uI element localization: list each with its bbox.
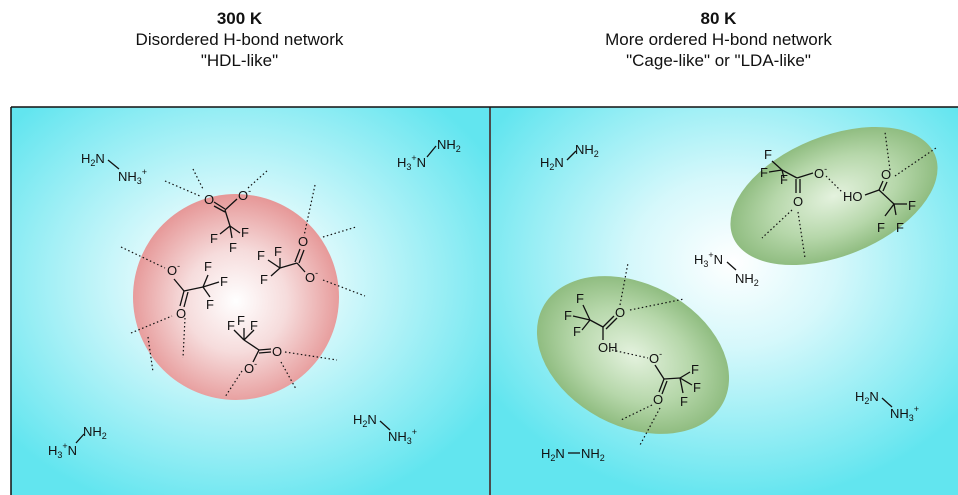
- svg-text:F: F: [204, 259, 212, 274]
- disordered-cluster: [133, 194, 339, 400]
- trifluoroacetate-anion: F F F O- O: [760, 147, 827, 209]
- svg-text:O: O: [298, 234, 308, 249]
- hydrazinium-molecule: NH2 H3+N: [397, 137, 461, 172]
- svg-text:H2N: H2N: [540, 155, 564, 172]
- svg-text:F: F: [780, 172, 788, 187]
- svg-text:HO: HO: [843, 189, 863, 204]
- hydrogen-bond-dashes: [611, 131, 937, 446]
- svg-text:F: F: [227, 318, 235, 333]
- svg-text:NH2: NH2: [437, 137, 461, 154]
- hydrogen-bond-dashes: [120, 168, 366, 398]
- svg-text:O: O: [793, 194, 803, 209]
- svg-text:F: F: [691, 362, 699, 377]
- svg-text:NH3+: NH3+: [890, 404, 919, 423]
- trifluoroacetic-acid: F F F O OH: [564, 291, 625, 355]
- ordered-cluster-bottom: [536, 276, 730, 434]
- svg-text:NH3+: NH3+: [388, 427, 417, 446]
- trifluoroacetate-anion: F F F O O-: [227, 313, 282, 376]
- hydrazinium-molecule: H2N NH3+: [353, 412, 417, 446]
- svg-text:O-: O-: [305, 268, 318, 285]
- svg-text:H2N: H2N: [81, 151, 105, 168]
- svg-text:O-: O-: [649, 349, 662, 366]
- hydrazine-molecule: H2N NH2: [541, 446, 605, 463]
- svg-text:F: F: [260, 272, 268, 287]
- svg-text:H3+N: H3+N: [48, 441, 77, 460]
- svg-text:F: F: [764, 147, 772, 162]
- svg-text:NH2: NH2: [581, 446, 605, 463]
- svg-text:F: F: [257, 248, 265, 263]
- svg-text:F: F: [564, 308, 572, 323]
- ordered-cluster-top: [730, 126, 938, 266]
- svg-text:F: F: [250, 318, 258, 333]
- svg-text:H2N: H2N: [855, 389, 879, 406]
- svg-text:F: F: [693, 380, 701, 395]
- svg-text:F: F: [573, 324, 581, 339]
- svg-text:F: F: [877, 220, 885, 235]
- trifluoroacetate-anion: O O- F F F: [257, 234, 318, 287]
- svg-text:F: F: [576, 291, 584, 306]
- svg-text:F: F: [274, 244, 282, 259]
- svg-text:O-: O-: [814, 164, 827, 181]
- svg-text:F: F: [229, 240, 237, 255]
- trifluoroacetate-anion: O- O F F F: [649, 349, 701, 409]
- right-label: "Cage-like" or "LDA-like": [626, 51, 811, 70]
- hydrazinium-molecule: H3+N NH2: [694, 250, 759, 288]
- svg-text:F: F: [760, 165, 768, 180]
- svg-text:O-: O-: [167, 261, 180, 278]
- svg-text:F: F: [241, 225, 249, 240]
- hydrazinium-molecule: H2N NH3+: [81, 151, 147, 186]
- svg-text:F: F: [908, 198, 916, 213]
- svg-text:NH3+: NH3+: [118, 167, 147, 186]
- trifluoroacetate-anion: O O- F F F: [204, 186, 251, 255]
- trifluoroacetic-acid: HO O F F F: [843, 167, 916, 235]
- hydrazine-molecule: H2N NH2: [540, 142, 599, 172]
- svg-text:F: F: [206, 297, 214, 312]
- right-panel-heading: 80 K More ordered H-bond network "Cage-l…: [479, 8, 958, 71]
- left-description: Disordered H-bond network: [135, 30, 344, 49]
- svg-text:OH: OH: [598, 340, 618, 355]
- svg-text:F: F: [896, 220, 904, 235]
- svg-text:O: O: [176, 306, 186, 321]
- svg-text:NH2: NH2: [735, 271, 759, 288]
- svg-text:O: O: [272, 344, 282, 359]
- svg-text:O: O: [615, 305, 625, 320]
- svg-text:H2N: H2N: [541, 446, 565, 463]
- svg-text:O-: O-: [244, 359, 257, 376]
- svg-text:F: F: [237, 313, 245, 328]
- svg-text:H3+N: H3+N: [397, 153, 426, 172]
- svg-text:F: F: [210, 231, 218, 246]
- svg-text:NH2: NH2: [83, 424, 107, 441]
- svg-text:H3+N: H3+N: [694, 250, 723, 269]
- svg-text:H2N: H2N: [353, 412, 377, 429]
- svg-text:NH2: NH2: [575, 142, 599, 159]
- left-panel-heading: 300 K Disordered H-bond network "HDL-lik…: [0, 8, 479, 71]
- svg-text:O: O: [653, 392, 663, 407]
- hydrazinium-molecule: H2N NH3+: [855, 389, 919, 423]
- right-temperature: 80 K: [700, 9, 737, 28]
- left-label: "HDL-like": [200, 51, 279, 70]
- svg-text:O: O: [881, 167, 891, 182]
- right-description: More ordered H-bond network: [605, 30, 832, 49]
- svg-text:F: F: [680, 394, 688, 409]
- left-temperature: 300 K: [216, 9, 263, 28]
- svg-text:F: F: [220, 274, 228, 289]
- trifluoroacetate-anion: O- O F F F: [167, 259, 228, 321]
- hydrazinium-molecule: NH2 H3+N: [48, 424, 107, 460]
- svg-text:O: O: [204, 192, 214, 207]
- svg-text:O-: O-: [238, 186, 251, 203]
